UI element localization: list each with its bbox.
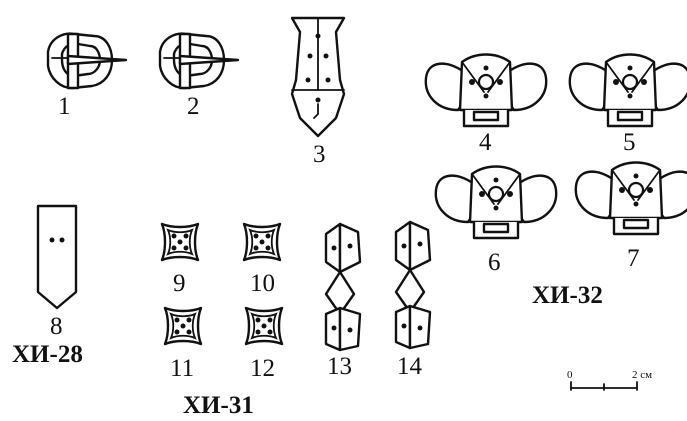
figure-label-7: 7: [627, 245, 640, 272]
trefoil-plate-figure-6: [434, 165, 558, 240]
figure-label-9: 9: [173, 270, 186, 297]
quatrefoil-plaque-figure-11: [163, 306, 203, 346]
scale-label-end: 2 см: [632, 369, 653, 381]
figure-label-11: 11: [170, 355, 195, 382]
figure-label-8: 8: [50, 313, 63, 340]
figure-label-12: 12: [250, 355, 275, 382]
figure-label-10: 10: [250, 270, 275, 297]
hinged-plate-figure-13: [324, 222, 362, 352]
quatrefoil-plaque-figure-9: [160, 222, 200, 262]
trefoil-plate-figure-7: [574, 161, 687, 236]
figure-label-4: 4: [479, 129, 492, 156]
figure-label-2: 2: [187, 93, 200, 120]
scale-bar: [570, 381, 638, 391]
group-label-xi-32: ХИ-32: [532, 282, 603, 309]
figure-label-5: 5: [623, 129, 636, 156]
buckle-figure-2: [158, 32, 240, 90]
strap-tip-figure-8: [36, 204, 78, 310]
hinged-plate-figure-14: [394, 220, 432, 350]
scale-label-zero: 0: [567, 369, 573, 381]
figure-label-3: 3: [313, 141, 326, 168]
figure-label-6: 6: [488, 249, 501, 276]
figure-label-1: 1: [58, 93, 71, 120]
group-label-xi-31: ХИ-31: [183, 392, 254, 419]
buckle-figure-1: [46, 32, 128, 90]
trefoil-plate-figure-4: [424, 53, 548, 128]
group-label-xi-28: ХИ-28: [12, 341, 83, 368]
figure-label-13: 13: [327, 353, 352, 380]
strap-end-figure-3: [290, 16, 346, 138]
trefoil-plate-figure-5: [568, 53, 687, 128]
figure-label-14: 14: [397, 353, 422, 380]
quatrefoil-plaque-figure-12: [244, 306, 284, 346]
quatrefoil-plaque-figure-10: [242, 222, 282, 262]
